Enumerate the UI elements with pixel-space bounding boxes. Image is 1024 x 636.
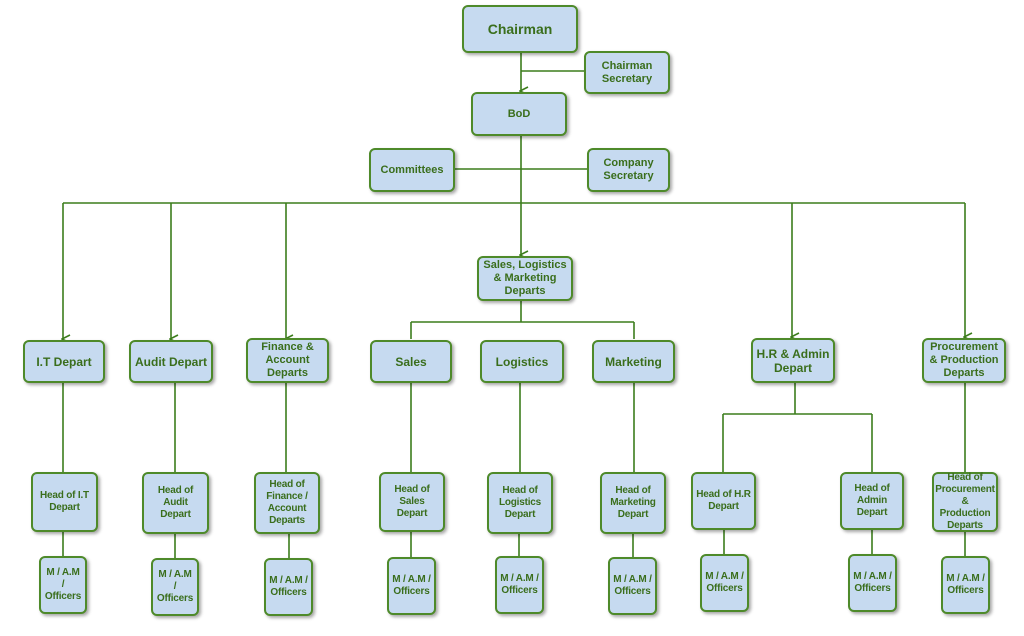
head-audit-box: Head of Audit Depart (142, 472, 209, 534)
head-finance-box: Head of Finance / Account Departs (254, 472, 320, 534)
head-admin-box: Head of Admin Depart (840, 472, 904, 530)
marketing-box: Marketing (592, 340, 675, 383)
finance-account-departs-box: Finance & Account Departs (246, 338, 329, 383)
sales-logistics-marketing-box: Sales, Logistics & Marketing Departs (477, 256, 573, 301)
logistics-box: Logistics (480, 340, 564, 383)
chairman-secretary-box: Chairman Secretary (584, 51, 670, 94)
head-sales-box: Head of Sales Depart (379, 472, 445, 532)
officers-procurement-box: M / A.M / Officers (941, 556, 990, 614)
it-depart-box: I.T Depart (23, 340, 105, 383)
head-procurement-box: Head of Procurement & Production Departs (932, 472, 998, 532)
officers-marketing-box: M / A.M / Officers (608, 557, 657, 615)
hr-admin-depart-box: H.R & Admin Depart (751, 338, 835, 383)
head-it-box: Head of I.T Depart (31, 472, 98, 532)
company-secretary-box: Company Secretary (587, 148, 670, 192)
officers-logistics-box: M / A.M / Officers (495, 556, 544, 614)
committees-box: Committees (369, 148, 455, 192)
head-marketing-box: Head of Marketing Depart (600, 472, 666, 534)
chairman-box: Chairman (462, 5, 578, 53)
audit-depart-box: Audit Depart (129, 340, 213, 383)
officers-finance-box: M / A.M / Officers (264, 558, 313, 616)
head-hr-box: Head of H.R Depart (691, 472, 756, 530)
head-logistics-box: Head of Logistics Depart (487, 472, 553, 534)
sales-box: Sales (370, 340, 452, 383)
procurement-production-departs-box: Procurement & Production Departs (922, 338, 1006, 383)
officers-audit-box: M / A.M / Officers (151, 558, 199, 616)
officers-sales-box: M / A.M / Officers (387, 557, 436, 615)
bod-box: BoD (471, 92, 567, 136)
officers-admin-box: M / A.M / Officers (848, 554, 897, 612)
officers-hr-box: M / A.M / Officers (700, 554, 749, 612)
officers-it-box: M / A.M / Officers (39, 556, 87, 614)
